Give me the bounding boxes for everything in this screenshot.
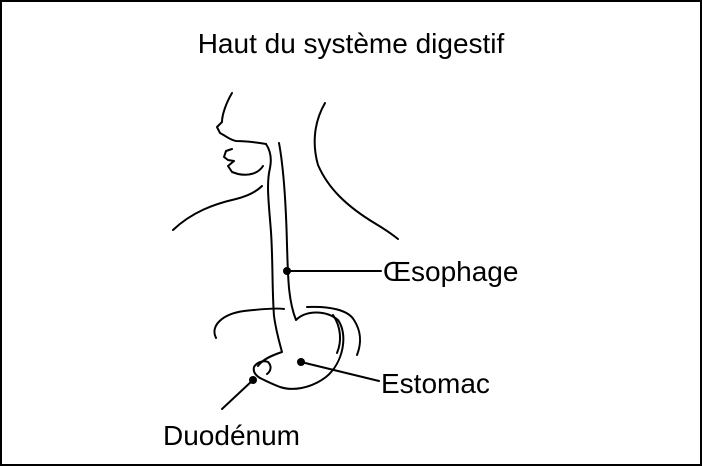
duodenum-leader-line — [222, 380, 253, 409]
abdomen-right-outline — [307, 307, 360, 355]
esophagus-left-wall — [258, 144, 282, 366]
duodenum-outline — [254, 361, 271, 378]
neck-left-outline — [173, 186, 262, 230]
face-profile-outline — [217, 93, 266, 144]
stomach-pointer-dot — [297, 358, 305, 366]
neck-back-outline — [315, 103, 398, 239]
stomach-label: Estomac — [381, 368, 490, 399]
stomach-leader-line — [301, 362, 379, 381]
duodenum-pointer-dot — [249, 376, 257, 384]
jaw-outline — [224, 149, 263, 175]
esophagus-label: Œsophage — [383, 256, 518, 287]
duodenum-label: Duodénum — [163, 420, 300, 451]
esophagus-pointer-dot — [283, 267, 291, 275]
